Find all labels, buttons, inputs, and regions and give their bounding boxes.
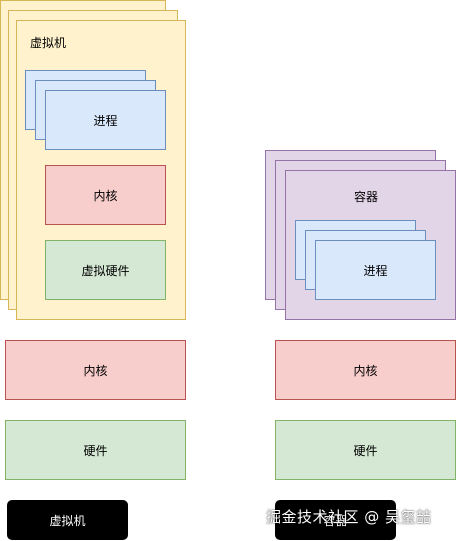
vm-caption: 虚拟机 (7, 500, 128, 540)
vm-host-kernel: 内核 (5, 340, 186, 400)
vm-virtual-hardware-label: 虚拟硬件 (81, 263, 130, 278)
vm-host-hardware-label: 硬件 (83, 443, 108, 458)
watermark-text: 掘金技术社区 @ 吴玺喆 (266, 508, 432, 526)
vm-process: 进程 (45, 90, 166, 150)
container-process: 进程 (315, 240, 436, 300)
vm-process-label: 进程 (93, 113, 118, 128)
container-host-hardware: 硬件 (275, 420, 456, 480)
container-caption-label: 容器 (323, 513, 348, 528)
vm-host-hardware: 硬件 (5, 420, 186, 480)
container-label: 容器 (354, 190, 379, 204)
vm-caption-label: 虚拟机 (49, 513, 86, 528)
vm-inner-kernel: 内核 (45, 165, 166, 225)
vm-inner-kernel-label: 内核 (93, 188, 118, 203)
vm-virtual-hardware: 虚拟硬件 (45, 240, 166, 300)
container-host-hardware-label: 硬件 (353, 443, 378, 458)
container-caption: 容器 (275, 500, 396, 540)
container-host-kernel-label: 内核 (353, 363, 378, 378)
container-host-kernel: 内核 (275, 340, 456, 400)
vm-host-kernel-label: 内核 (83, 363, 108, 378)
container-process-label: 进程 (363, 263, 388, 278)
vm-label: 虚拟机 (30, 36, 67, 50)
